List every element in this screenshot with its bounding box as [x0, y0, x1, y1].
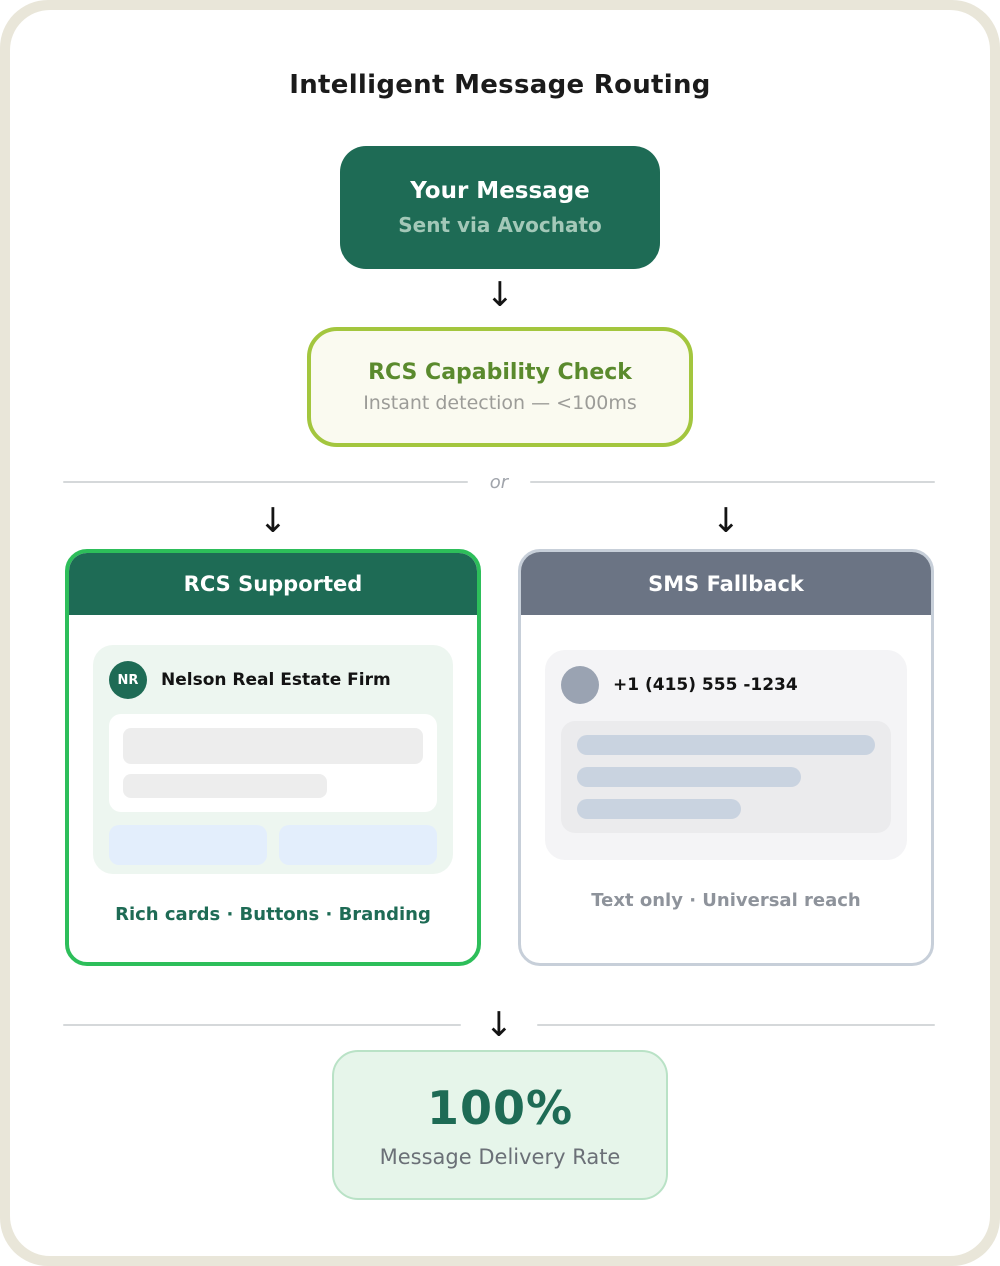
- rcs-supported-card: RCS Supported NR Nelson Real Estate Firm…: [65, 549, 481, 966]
- capability-check-title: RCS Capability Check: [368, 360, 632, 385]
- divider-line: [63, 481, 468, 483]
- page-title: Intelligent Message Routing: [289, 70, 711, 100]
- message-line-placeholder: [123, 774, 327, 798]
- message-line-placeholder: [577, 735, 875, 755]
- your-message-subtitle: Sent via Avochato: [398, 213, 602, 237]
- divider-line: [63, 1024, 461, 1026]
- your-message-title: Your Message: [410, 178, 590, 204]
- rcs-sender-name: Nelson Real Estate Firm: [161, 670, 391, 690]
- or-label: or: [489, 471, 509, 493]
- your-message-node: Your Message Sent via Avochato: [340, 146, 660, 269]
- delivery-rate-node: 100% Message Delivery Rate: [332, 1050, 668, 1200]
- or-divider: or: [63, 468, 936, 496]
- sms-text-bubble-placeholder: [561, 721, 891, 833]
- rcs-sender-avatar: NR: [109, 661, 147, 699]
- sms-contact-row: +1 (415) 555 -1234: [561, 666, 891, 704]
- sms-phone-number: +1 (415) 555 -1234: [613, 675, 798, 695]
- rcs-buttons-row: [109, 825, 437, 865]
- down-arrow-icon: ↓: [711, 501, 741, 541]
- rcs-button-placeholder: [109, 825, 267, 865]
- rcs-button-placeholder: [279, 825, 437, 865]
- capability-check-subtitle: Instant detection — <100ms: [363, 392, 637, 414]
- down-arrow-icon: ↓: [258, 501, 288, 541]
- down-arrow-icon: ↓: [484, 1005, 514, 1045]
- divider-line: [530, 481, 936, 483]
- rcs-message-preview: NR Nelson Real Estate Firm: [93, 645, 453, 874]
- rcs-card-header: RCS Supported: [69, 553, 477, 615]
- rcs-branch-connector: ↓: [65, 504, 481, 538]
- flow-connector: ↓: [10, 278, 990, 312]
- divider-line: [537, 1024, 935, 1026]
- result-divider: ↓: [63, 1005, 935, 1045]
- delivery-rate-value: 100%: [426, 1081, 574, 1135]
- rcs-rich-card-placeholder: [109, 714, 437, 812]
- message-line-placeholder: [577, 799, 741, 819]
- message-line-placeholder: [123, 728, 423, 764]
- rcs-contact-row: NR Nelson Real Estate Firm: [109, 661, 437, 699]
- sms-fallback-card: SMS Fallback +1 (415) 555 -1234 Text onl…: [518, 549, 934, 966]
- down-arrow-icon: ↓: [485, 275, 515, 315]
- sms-branch-connector: ↓: [518, 504, 934, 538]
- delivery-rate-label: Message Delivery Rate: [379, 1145, 621, 1169]
- sms-features-caption: Text only · Universal reach: [591, 890, 861, 911]
- sms-message-preview: +1 (415) 555 -1234: [545, 650, 907, 860]
- branch-connectors: ↓ ↓: [65, 504, 934, 538]
- sms-card-header: SMS Fallback: [521, 552, 931, 615]
- sms-sender-avatar: [561, 666, 599, 704]
- rcs-features-caption: Rich cards · Buttons · Branding: [115, 904, 431, 925]
- rcs-capability-check-node: RCS Capability Check Instant detection —…: [307, 327, 693, 447]
- diagram-canvas: Intelligent Message Routing Your Message…: [10, 10, 990, 1256]
- message-line-placeholder: [577, 767, 801, 787]
